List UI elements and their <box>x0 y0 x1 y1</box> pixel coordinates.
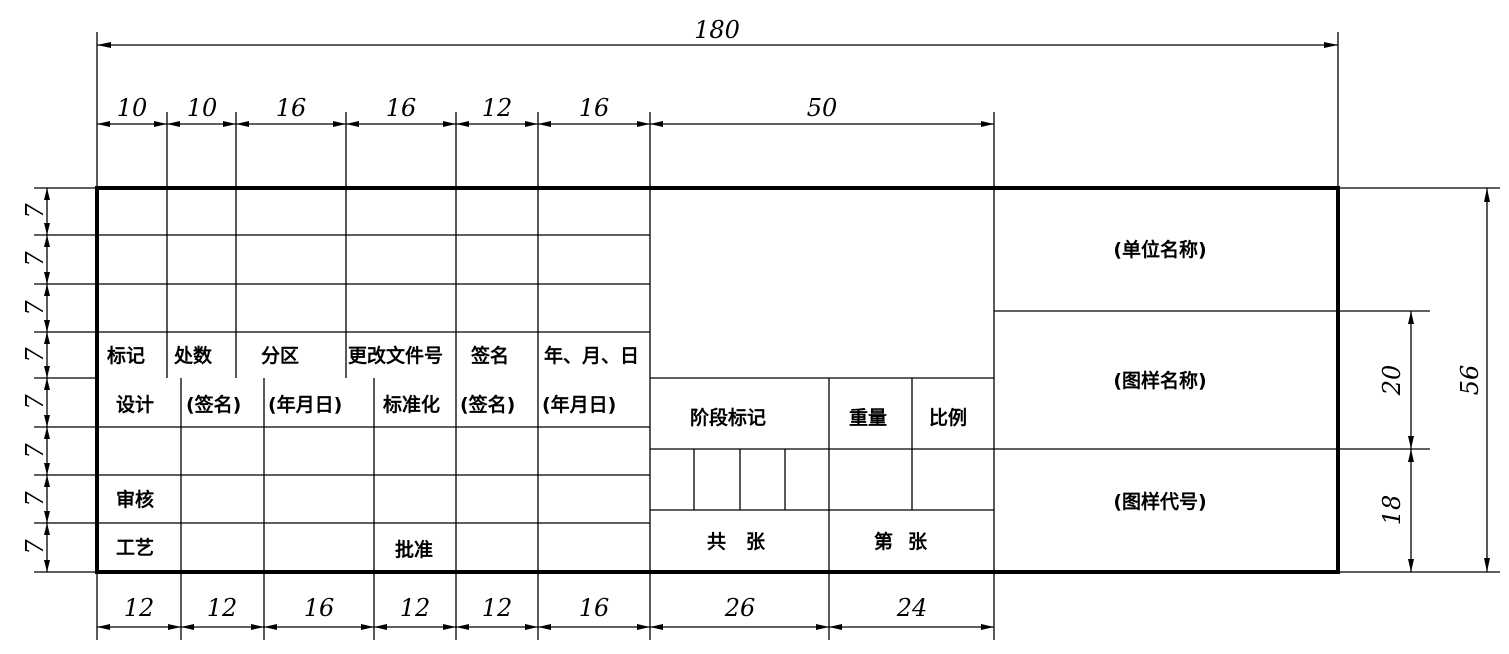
header-cell: 标记 <box>107 345 145 367</box>
dim-row-height: 7 <box>21 347 49 363</box>
dim-row-height: 7 <box>21 539 49 555</box>
dim-top-col: 10 <box>117 94 148 122</box>
sheet-no-prefix: 第 <box>874 530 893 553</box>
drawing-name-label: (图样名称) <box>1113 369 1206 392</box>
dim-right-20: 20 <box>1378 365 1406 397</box>
drawing-code-label: (图样代号) <box>1113 490 1206 513</box>
header-cell: 分区 <box>261 345 299 367</box>
header-cell: 年、月、日 <box>544 344 639 367</box>
unit-name-label: (单位名称) <box>1113 238 1206 261</box>
sheet-no-suffix: 张 <box>908 531 928 553</box>
dim-top-col: 10 <box>187 94 218 122</box>
dim-top-col: 16 <box>579 94 610 122</box>
header-cell: 处数 <box>173 344 213 367</box>
dim-bottom-col: 24 <box>896 594 928 622</box>
dim-row-height: 7 <box>21 251 49 267</box>
sign-cell: 设计 <box>116 394 154 416</box>
sign-cell: (年月日) <box>268 393 342 416</box>
scale-label: 比例 <box>929 406 967 429</box>
header-cell: 签名 <box>470 344 509 367</box>
dim-row-height: 7 <box>21 300 49 316</box>
cell-labels: (单位名称) (图样名称) (图样代号) 标记 处数 分区 更改文件号 签名 年… <box>107 238 1207 561</box>
dim-row-height: 7 <box>21 491 49 507</box>
dim-top-col: 12 <box>482 94 513 122</box>
total-sheets-suffix: 张 <box>746 531 766 553</box>
approve-label: 批准 <box>395 539 433 561</box>
dim-overall-width: 180 <box>694 16 740 44</box>
process-label: 工艺 <box>116 537 154 559</box>
dimension-texts: 180 10 10 16 16 12 16 50 12 12 16 12 12 … <box>21 16 1484 622</box>
header-cell: 更改文件号 <box>348 344 443 367</box>
title-block-grid <box>95 186 1340 574</box>
sign-cell: (签名) <box>460 393 515 416</box>
dim-bottom-col: 12 <box>400 594 431 622</box>
sign-cell: (签名) <box>186 393 241 416</box>
weight-label: 重量 <box>849 407 887 429</box>
review-label: 审核 <box>116 488 154 511</box>
dim-right-18: 18 <box>1378 495 1406 526</box>
dim-bottom-col: 12 <box>124 594 155 622</box>
total-sheets-prefix: 共 <box>707 531 726 553</box>
dim-top-col: 50 <box>807 94 838 122</box>
sign-cell: (年月日) <box>542 393 616 416</box>
stage-mark-label: 阶段标记 <box>690 406 766 429</box>
dim-bottom-col: 26 <box>724 594 756 622</box>
sign-cell: 标准化 <box>383 393 440 416</box>
dim-row-height: 7 <box>21 394 49 410</box>
dim-bottom-col: 16 <box>304 594 335 622</box>
dim-right-56: 56 <box>1456 365 1484 396</box>
dim-bottom-col: 16 <box>579 594 610 622</box>
dimension-lines <box>44 42 1490 630</box>
extension-lines <box>34 32 1500 640</box>
dim-row-height: 7 <box>21 443 49 459</box>
dim-bottom-col: 12 <box>207 594 238 622</box>
dim-row-height: 7 <box>21 203 49 219</box>
dim-top-col: 16 <box>386 94 417 122</box>
dim-top-col: 16 <box>276 94 307 122</box>
dim-bottom-col: 12 <box>482 594 513 622</box>
